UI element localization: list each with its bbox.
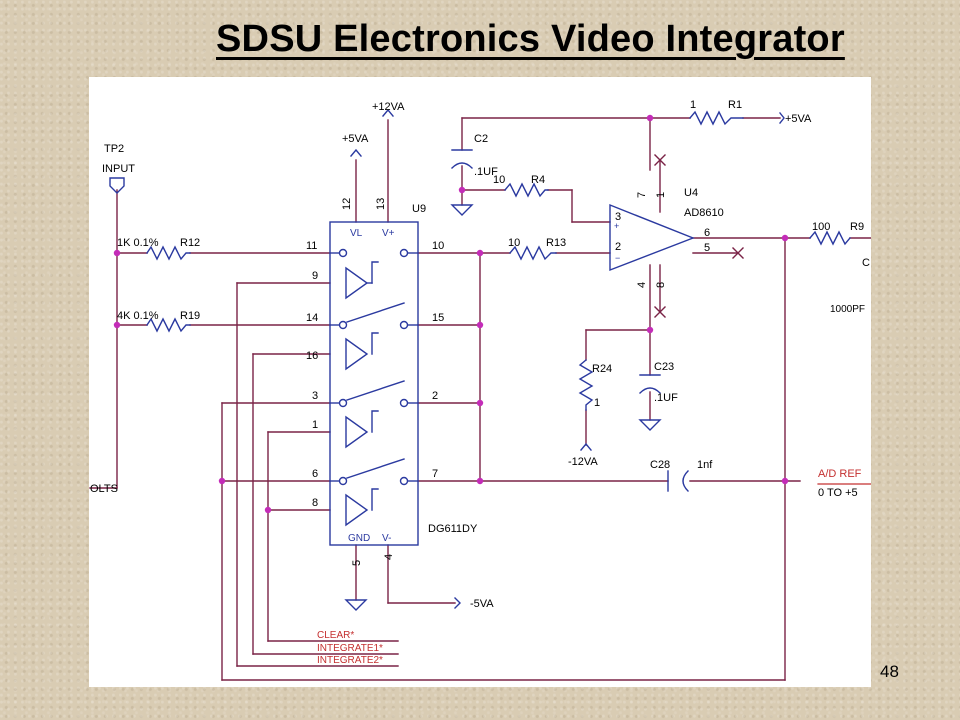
u9-pin-13: 13: [375, 198, 387, 210]
integrate1-net-label: INTEGRATE1*: [317, 643, 383, 654]
svg-text:+: +: [614, 221, 619, 231]
c23-value: .1UF: [654, 392, 678, 404]
u4-pin-8: 8: [655, 282, 667, 288]
svg-text:−: −: [615, 253, 620, 263]
c23-ref: C23: [654, 361, 674, 373]
supply-plus5-r1: +5VA: [785, 113, 812, 125]
u9-pin-10: 10: [432, 240, 444, 252]
u9-pin-7: 7: [432, 468, 438, 480]
ad-ref-label: A/D REF: [818, 468, 862, 480]
u9-pin-16: 16: [306, 350, 318, 362]
r12-value: 1K 0.1%: [117, 237, 159, 249]
cout-value: 1000PF: [830, 304, 865, 315]
signal-wires: [89, 117, 871, 681]
u9-pin-4: 4: [383, 554, 395, 560]
supply-plus12: +12VA: [372, 101, 405, 113]
tp2-name: INPUT: [102, 163, 135, 175]
page-number: 48: [880, 662, 899, 681]
u4-pin-1: 1: [655, 192, 667, 198]
u4-pin-3: 3: [615, 211, 621, 223]
schematic-diagram: TP2 INPUT OLTS 1K 0.1% R12 4K 0.1% R19 +…: [89, 99, 871, 681]
ad-range-label: 0 TO +5: [818, 487, 858, 499]
integrate2-net-label: INTEGRATE2*: [317, 655, 383, 666]
r9-ref: R9: [850, 221, 864, 233]
u9-vplus-label: V+: [382, 228, 395, 239]
u4-part: AD8610: [684, 207, 724, 219]
u9-pin-12: 12: [341, 198, 353, 210]
r13-value: 10: [508, 237, 520, 249]
u9-pin-14: 14: [306, 312, 318, 324]
r19-value: 4K 0.1%: [117, 310, 159, 322]
u4-pin-2: 2: [615, 241, 621, 253]
u9-pin-1: 1: [312, 419, 318, 431]
r24-ref: R24: [592, 363, 612, 375]
r24-pin: 1: [594, 397, 600, 409]
u9-ref: U9: [412, 203, 426, 215]
u9-pin-2: 2: [432, 390, 438, 402]
c2-value: .1UF: [474, 166, 498, 178]
u9-part: DG611DY: [428, 523, 478, 535]
clear-net-label: CLEAR*: [317, 630, 354, 641]
r19-ref: R19: [180, 310, 200, 322]
r1-ref: R1: [728, 99, 742, 111]
c28-ref: C28: [650, 459, 670, 471]
u4-pin-7: 7: [636, 192, 648, 198]
supply-minus5: -5VA: [470, 598, 494, 610]
u9-pin-15: 15: [432, 312, 444, 324]
r13-ref: R13: [546, 237, 566, 249]
schematic-panel: TP2 INPUT OLTS 1K 0.1% R12 4K 0.1% R19 +…: [89, 77, 871, 687]
r12-ref: R12: [180, 237, 200, 249]
u9-pin-6: 6: [312, 468, 318, 480]
u4-pin-4: 4: [636, 282, 648, 288]
input-net-label: OLTS: [90, 483, 118, 495]
u9-pin-11: 11: [306, 240, 317, 252]
u9-pin-9: 9: [312, 270, 318, 282]
u9-pin-5: 5: [351, 560, 363, 566]
c2-ref: C2: [474, 133, 488, 145]
u4-pin-6: 6: [704, 227, 710, 239]
junction-dots: [113, 114, 789, 514]
u9-pin-3: 3: [312, 390, 318, 402]
supply-plus5-u9: +5VA: [342, 133, 369, 145]
u9-vl-label: VL: [350, 228, 363, 239]
u9-vminus-label: V-: [382, 533, 391, 544]
supply-minus12: -12VA: [568, 456, 598, 468]
cout-ref: C: [862, 257, 870, 269]
u4-ref: U4: [684, 187, 698, 199]
r1-value: 1: [690, 99, 696, 111]
r4-value: 10: [493, 174, 505, 186]
slide-title: SDSU Electronics Video Integrator: [216, 18, 845, 60]
no-connect-marks: [654, 154, 744, 318]
u9-gnd-label: GND: [348, 533, 370, 544]
u9-pin-8: 8: [312, 497, 318, 509]
component-outlines: [109, 108, 851, 611]
u4-pin-5: 5: [704, 242, 710, 254]
r4-ref: R4: [531, 174, 545, 186]
c28-value: 1nf: [697, 459, 713, 471]
r9-value: 100: [812, 221, 830, 233]
tp2-ref: TP2: [104, 143, 124, 155]
